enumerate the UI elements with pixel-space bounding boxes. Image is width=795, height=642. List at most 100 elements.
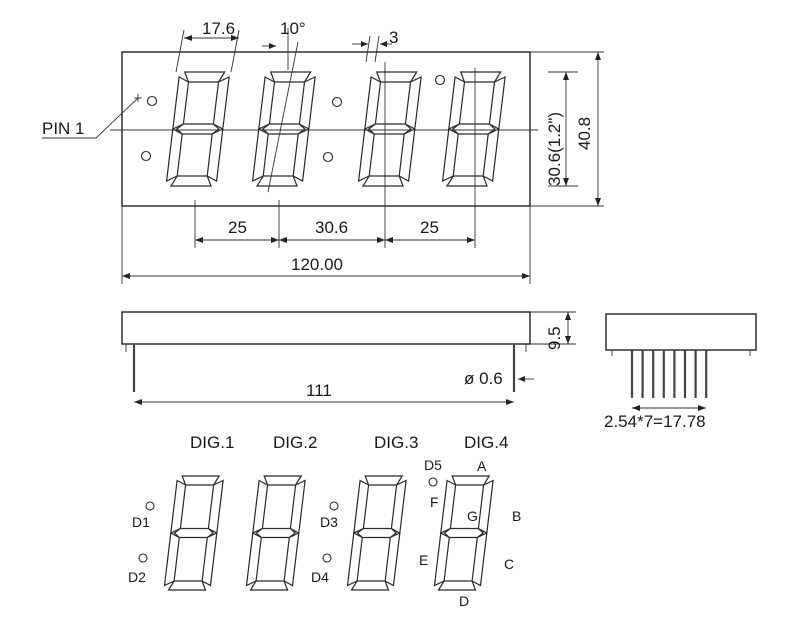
- map-digit-4: [433, 475, 494, 591]
- pitch-left-arrow-l: [195, 237, 203, 243]
- seg-width-arrow-l: [184, 35, 192, 41]
- char-height-arrow-b: [563, 178, 569, 186]
- map-digit-1-segment-d: [167, 580, 207, 591]
- map-digit-2-segment-f: [252, 479, 269, 535]
- map-digit-2-segment-d: [249, 580, 289, 591]
- pitch-left-arrow-r: [271, 237, 279, 243]
- map-digit-1-segment-c: [201, 531, 218, 587]
- thickness-arrow-t: [565, 312, 571, 320]
- front-digit-3-segment-e: [357, 128, 375, 183]
- map-digit-1-segment-f: [170, 479, 187, 535]
- pin-span-arrow-r: [506, 399, 514, 405]
- segment-map: DIG.1 DIG.2 DIG.3 DIG.4 D1 D2 D3 D4 D5 A…: [128, 433, 521, 609]
- map-digit-2-segment-c: [283, 531, 300, 587]
- pitch-mid-label: 30.6: [315, 218, 348, 237]
- front-digit-1: [165, 71, 230, 187]
- label-seg-c: C: [504, 556, 514, 572]
- dot-d5: [428, 477, 438, 487]
- label-seg-b: B: [512, 508, 521, 524]
- map-digit-4-segment-c: [471, 531, 488, 587]
- map-digit-1-segment-g: [173, 527, 215, 539]
- front-digit-1-segment-d: [169, 175, 212, 187]
- map-digit-3: [346, 475, 407, 591]
- label-seg-d: D: [459, 593, 469, 609]
- map-digit-4-segment-g: [443, 527, 485, 539]
- dig3-label: DIG.3: [374, 433, 418, 452]
- end-view: 2.54*7=17.78: [604, 313, 757, 431]
- map-digit-3-segment-c: [384, 531, 401, 587]
- map-digit-1-segment-e: [163, 532, 180, 587]
- pitch-right-label: 25: [420, 218, 439, 237]
- front-digit-2: [251, 71, 316, 187]
- front-digit-3-segment-a: [375, 71, 418, 83]
- offset-ext-1: [365, 35, 371, 63]
- seg-width-ext-right: [230, 29, 240, 73]
- map-digits: [163, 475, 494, 591]
- map-digit-2-segment-e: [245, 532, 262, 587]
- front-digit-4-segment-d: [445, 175, 488, 187]
- pin-span-label: 111: [306, 381, 332, 400]
- tilt-line: [267, 41, 299, 193]
- total-width-arrow-l: [122, 273, 130, 279]
- seg-width-arrow-r: [231, 35, 239, 41]
- char-height-arrow-t: [563, 72, 569, 80]
- dig4-label: DIG.4: [464, 433, 508, 452]
- map-digit-3-segment-b: [390, 479, 407, 534]
- map-digit-2-segment-b: [289, 479, 306, 534]
- total-width-arrow-r: [522, 273, 530, 279]
- offset-arrow-l: [361, 41, 368, 47]
- offset-label: 3: [389, 28, 398, 47]
- dot-d1: [145, 501, 155, 511]
- tilt-arrow: [269, 43, 276, 49]
- map-digit-2: [245, 475, 306, 591]
- seg-width-label: 17.6: [202, 19, 235, 38]
- thickness-label: 9.5: [545, 326, 564, 350]
- dot-bottom-1: [140, 150, 152, 162]
- map-digit-3-segment-d: [350, 580, 390, 591]
- end-view-body: [605, 313, 757, 351]
- label-seg-e: E: [419, 552, 428, 568]
- tilt-label: 10°: [280, 19, 306, 38]
- dot-top-2: [331, 96, 343, 108]
- pin-pitch-label: 2.54*7=17.78: [604, 412, 706, 431]
- front-digit-3-segment-d: [361, 175, 404, 187]
- map-digit-3-segment-f: [353, 479, 370, 535]
- front-digit-3: [357, 71, 422, 187]
- total-width-label: 120.00: [291, 255, 343, 274]
- dot-top-1: [146, 95, 158, 107]
- label-seg-f: F: [430, 494, 439, 510]
- side-view-body: [121, 311, 531, 345]
- front-digit-4: [441, 71, 506, 187]
- map-digit-1-segment-b: [207, 479, 224, 534]
- map-digit-4-segment-f: [440, 479, 457, 535]
- pin-diameter-arrow: [518, 376, 525, 382]
- map-digit-2-segment-a: [263, 475, 303, 486]
- front-digit-1-segment-e: [165, 128, 183, 183]
- front-digit-4-segment-e: [441, 128, 459, 183]
- dot-d3: [329, 501, 339, 511]
- total-height-arrow-t: [595, 52, 601, 60]
- dot-bottom-2: [322, 151, 334, 163]
- offset-ext-2: [374, 35, 380, 63]
- map-digit-4-segment-a: [451, 475, 491, 486]
- front-digit-2-segment-e: [251, 128, 269, 183]
- front-digit-2-segment-d: [255, 175, 298, 187]
- seg-width-ext-left: [175, 29, 185, 73]
- pitch-mid-arrow-l: [279, 237, 287, 243]
- map-digit-4-segment-d: [437, 580, 477, 591]
- front-digits: [165, 71, 506, 187]
- end-pins: [630, 350, 708, 398]
- map-digit-4-segment-b: [477, 479, 494, 534]
- pin1-label: PIN 1: [42, 119, 85, 138]
- front-digit-1-segment-g: [175, 123, 220, 135]
- map-digit-3-segment-e: [346, 532, 363, 587]
- label-seg-g: G: [467, 508, 478, 524]
- label-d5: D5: [424, 457, 442, 473]
- pin-diameter-label: ø 0.6: [464, 369, 503, 388]
- total-height-arrow-b: [595, 198, 601, 206]
- pin-pitch-arrow-l: [632, 405, 640, 411]
- pitch-left-label: 25: [228, 218, 247, 237]
- dig1-label: DIG.1: [190, 433, 234, 452]
- map-digit-1-segment-a: [181, 475, 221, 486]
